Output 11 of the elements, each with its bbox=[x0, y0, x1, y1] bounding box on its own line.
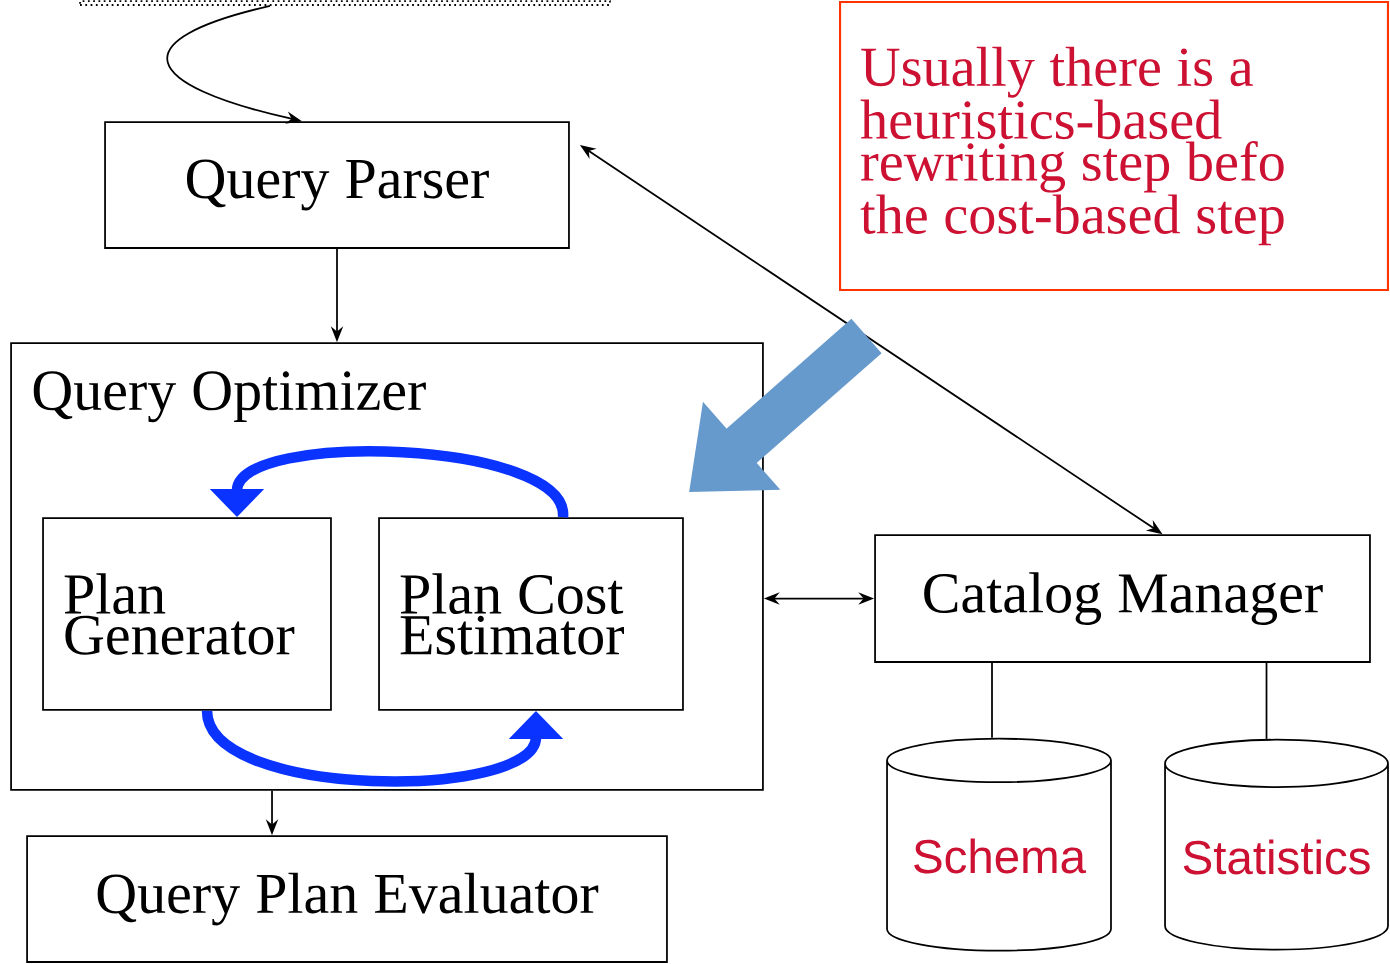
process-box: Plan Cost Estimator bbox=[378, 517, 684, 711]
connector-line bbox=[1265, 662, 1268, 740]
database-cylinder: Schema bbox=[886, 737, 1112, 952]
process-box: Catalog Manager bbox=[874, 534, 1371, 663]
process-box: Plan Generator bbox=[42, 517, 332, 711]
database-cylinder: Statistics bbox=[1164, 738, 1389, 951]
process-box: Query Parser bbox=[104, 121, 570, 249]
dotted-box bbox=[79, 0, 611, 6]
connector-line bbox=[991, 662, 993, 739]
process-box: Query Plan Evaluator bbox=[26, 835, 668, 963]
note-box: Usually there is a heuristics-based rewriting step befo the cost-based step bbox=[839, 0, 1389, 292]
